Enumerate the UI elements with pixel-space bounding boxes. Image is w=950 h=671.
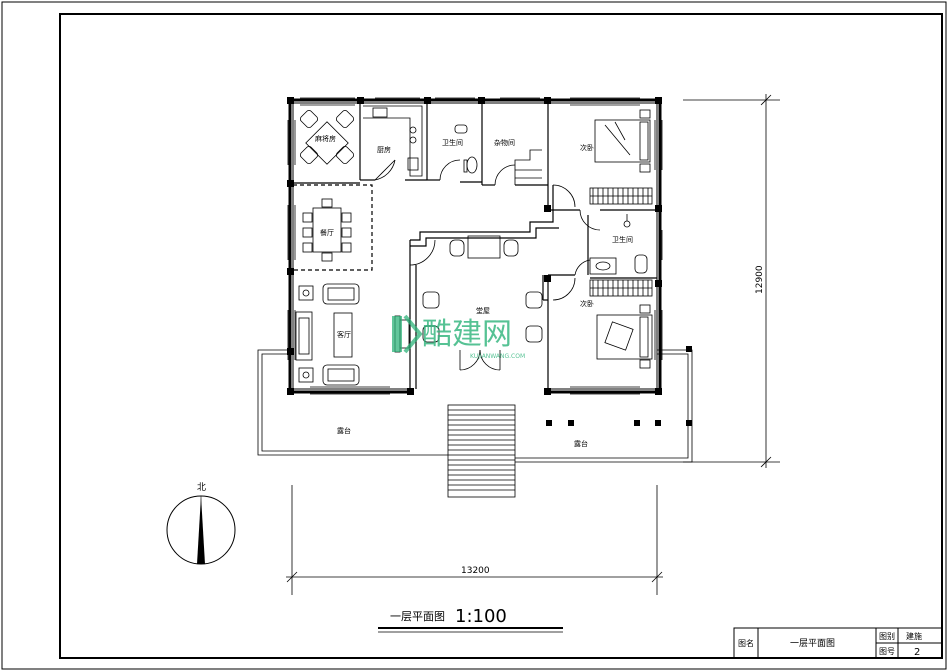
- room-label-bath-right: 卫生间: [612, 235, 633, 244]
- room-label-hall: 堂屋: [476, 306, 490, 315]
- windows: [287, 97, 663, 395]
- bedroom-top-bed: [589, 109, 653, 205]
- title-block-category-label: 图别: [879, 632, 895, 641]
- compass-arrow: [166, 495, 236, 565]
- living-room-sofas: [295, 283, 360, 386]
- room-label-dining: 餐厅: [320, 228, 334, 237]
- room-label-terrace-right: 露台: [574, 439, 588, 448]
- terrace-outline: [257, 349, 693, 463]
- watermark: 酷建网 KUJIANWANG.COM: [392, 314, 525, 360]
- title-block-category-value: 建施: [906, 631, 922, 641]
- dimension-height: [683, 94, 780, 468]
- room-label-terrace-left: 露台: [337, 426, 351, 435]
- room-label-kitchen: 厨房: [377, 145, 391, 154]
- title-block: [733, 627, 943, 659]
- kitchen-counter: [363, 105, 423, 177]
- sheet-inner-frame: [59, 13, 943, 659]
- room-label-storage: 杂物间: [494, 138, 515, 147]
- dining-table: [302, 198, 352, 262]
- dimension-width-label: 13200: [461, 566, 490, 576]
- bathroom-fixtures-top: [454, 124, 478, 174]
- title-block-number-label: 图号: [879, 647, 895, 656]
- room-label-bath-top: 卫生间: [442, 138, 463, 147]
- title-block-name-label: 图名: [738, 638, 754, 648]
- room-label-bedroom-bottom: 次卧: [580, 299, 594, 308]
- plan-title-scale: 1:100: [455, 606, 507, 627]
- room-label-mahjong: 麻将房: [315, 134, 336, 143]
- compass-north-label: 北: [197, 482, 206, 493]
- dimension-width: [286, 485, 663, 595]
- mahjong-table: [299, 109, 355, 165]
- plan-title-underline: [378, 627, 563, 633]
- storage-stairs: [514, 149, 542, 185]
- title-block-number-value: 2: [914, 647, 920, 658]
- doors: [374, 159, 601, 371]
- dimension-height-label: 12900: [755, 265, 765, 294]
- plan-title-name: 一层平面图: [390, 610, 445, 623]
- bathroom-fixtures-right: [589, 214, 648, 275]
- bedroom-bottom-furniture: [589, 279, 653, 369]
- watermark-subtext: KUJIANWANG.COM: [470, 353, 525, 360]
- entry-steps: [447, 404, 516, 498]
- columns: [287, 97, 692, 426]
- title-block-name-value: 一层平面图: [790, 638, 835, 649]
- room-label-living: 客厅: [337, 330, 351, 339]
- watermark-text: 酷建网: [422, 317, 512, 352]
- room-label-bedroom-top: 次卧: [580, 143, 594, 152]
